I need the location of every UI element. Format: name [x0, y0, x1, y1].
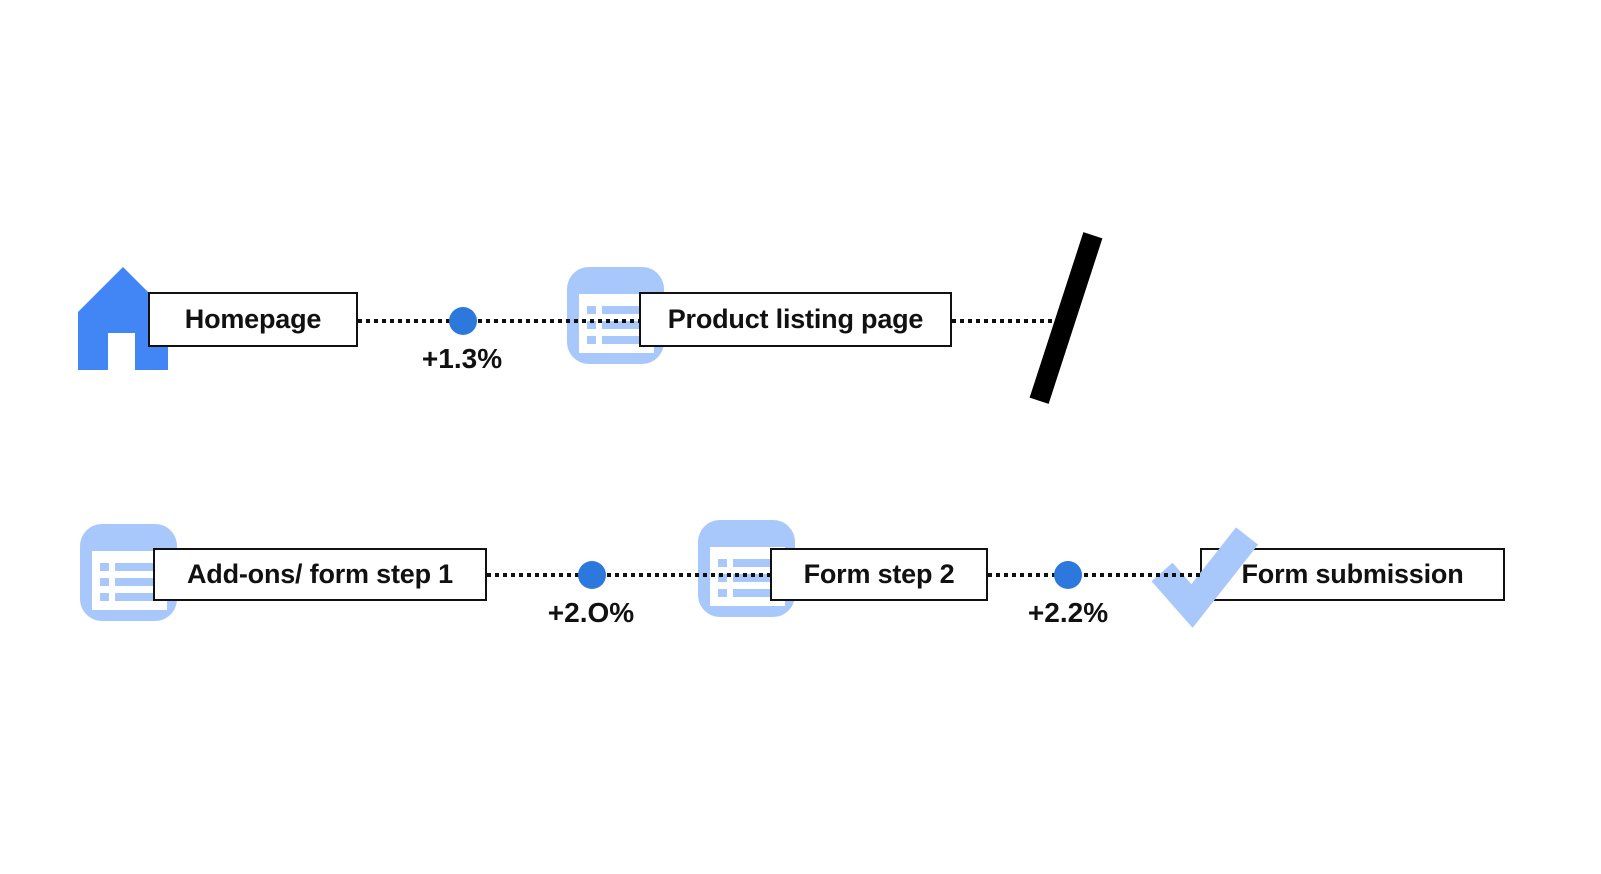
- connector-line: [487, 573, 770, 577]
- truncation-slash: [1029, 232, 1103, 404]
- connector-line: [952, 319, 1058, 323]
- connector-dot: [449, 307, 477, 335]
- delta-label: +2.2%: [1027, 597, 1109, 628]
- connector-dot: [1054, 561, 1082, 589]
- delta-label: +1.3%: [421, 343, 503, 374]
- connector-line: [358, 319, 639, 323]
- delta-label: +2.O%: [547, 597, 635, 628]
- step-label-text: Product listing page: [667, 304, 924, 334]
- step-label-form-submission: Form submission: [1200, 548, 1505, 601]
- step-label-text: Form step 2: [803, 559, 955, 589]
- step-label-addons-form-step-1: Add-ons/ form step 1: [153, 548, 487, 601]
- step-label-text: Homepage: [184, 304, 322, 334]
- connector-line: [988, 573, 1200, 577]
- step-label-text: Form submission: [1241, 559, 1464, 589]
- step-label-product-listing-page: Product listing page: [639, 292, 952, 347]
- home-icon: [78, 267, 168, 370]
- step-label-text: Add-ons/ form step 1: [186, 559, 453, 589]
- check-icon: [1151, 527, 1259, 628]
- step-label-form-step-2: Form step 2: [770, 548, 988, 601]
- connector-dot: [578, 561, 606, 589]
- step-label-homepage: Homepage: [148, 292, 358, 347]
